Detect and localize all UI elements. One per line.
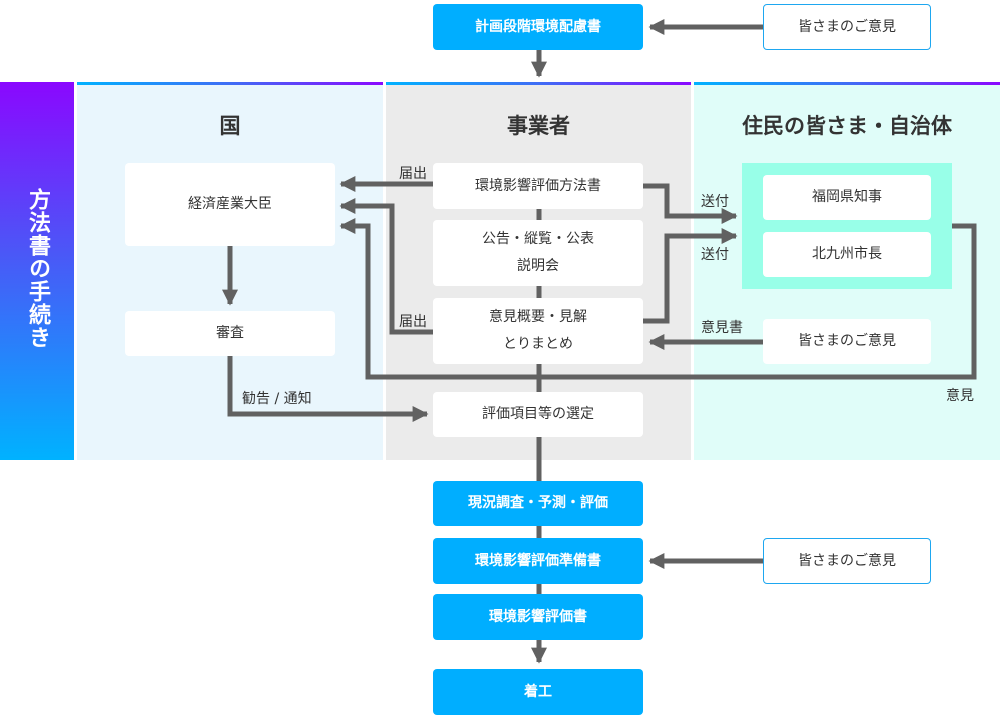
box-opinion-summary-line1: 意見概要・見解 (489, 309, 587, 326)
box-construction-start-label: 着工 (524, 683, 552, 700)
box-public-notice-line2: 説明会 (517, 258, 559, 274)
box-survey: 現況調査・予測・評価 (433, 481, 643, 526)
procedure-side-banner: 方法書の手続き (0, 82, 74, 460)
box-method-document-label: 環境影響評価方法書 (475, 177, 601, 194)
box-governor: 福岡県知事 (763, 175, 931, 220)
box-hairyo-sho: 計画段階環境配慮書 (433, 4, 643, 50)
procedure-side-label: 方法書の手続き (25, 188, 50, 349)
box-governor-label: 福岡県知事 (812, 189, 882, 206)
box-top-public-opinion: 皆さまのご意見 (763, 4, 931, 50)
box-mayor-label: 北九州市長 (812, 246, 882, 263)
box-item-selection: 評価項目等の選定 (433, 392, 643, 437)
box-minister: 経済産業大臣 (125, 163, 335, 246)
box-minister-label: 経済産業大臣 (188, 196, 272, 213)
box-bottom-public-opinion: 皆さまのご意見 (763, 538, 931, 584)
label-send-2: 送付 (701, 247, 729, 263)
box-method-document: 環境影響評価方法書 (433, 163, 643, 209)
box-opinion-summary-line2: とりまとめ (503, 336, 573, 352)
box-public-notice: 公告・縦覧・公表 説明会 (433, 220, 643, 286)
box-public-notice-line1: 公告・縦覧・公表 (482, 231, 594, 248)
box-item-selection-label: 評価項目等の選定 (482, 406, 594, 423)
box-final-eis: 環境影響評価書 (433, 594, 643, 640)
box-mayor: 北九州市長 (763, 232, 931, 277)
label-notification-1: 届出 (399, 166, 427, 182)
box-construction-start: 着工 (433, 669, 643, 715)
box-draft-eis-label: 環境影響評価準備書 (475, 552, 601, 569)
box-review-label: 審査 (216, 325, 244, 342)
column-title-kuni: 国 (219, 114, 241, 138)
box-final-eis-label: 環境影響評価書 (489, 608, 587, 625)
box-public-opinion-label: 皆さまのご意見 (798, 333, 896, 350)
label-opinion: 意見 (946, 388, 974, 404)
box-bottom-public-opinion-label: 皆さまのご意見 (798, 552, 896, 569)
label-opinion-letter: 意見書 (701, 320, 743, 336)
column-title-jumin: 住民の皆さま・自治体 (742, 114, 952, 138)
box-hairyo-sho-label: 計画段階環境配慮書 (475, 18, 601, 35)
box-review: 審査 (125, 311, 335, 356)
label-recommendation: 勧告 / 通知 (242, 391, 312, 407)
label-notification-2: 届出 (399, 314, 427, 330)
column-kuni: 国 (77, 82, 383, 460)
box-opinion-summary: 意見概要・見解 とりまとめ (433, 298, 643, 364)
box-top-public-opinion-label: 皆さまのご意見 (798, 18, 896, 35)
label-send-1: 送付 (701, 194, 729, 210)
column-title-jigyosha: 事業者 (507, 114, 570, 138)
box-public-opinion: 皆さまのご意見 (763, 319, 931, 364)
box-survey-label: 現況調査・予測・評価 (468, 495, 608, 512)
box-draft-eis: 環境影響評価準備書 (433, 538, 643, 584)
